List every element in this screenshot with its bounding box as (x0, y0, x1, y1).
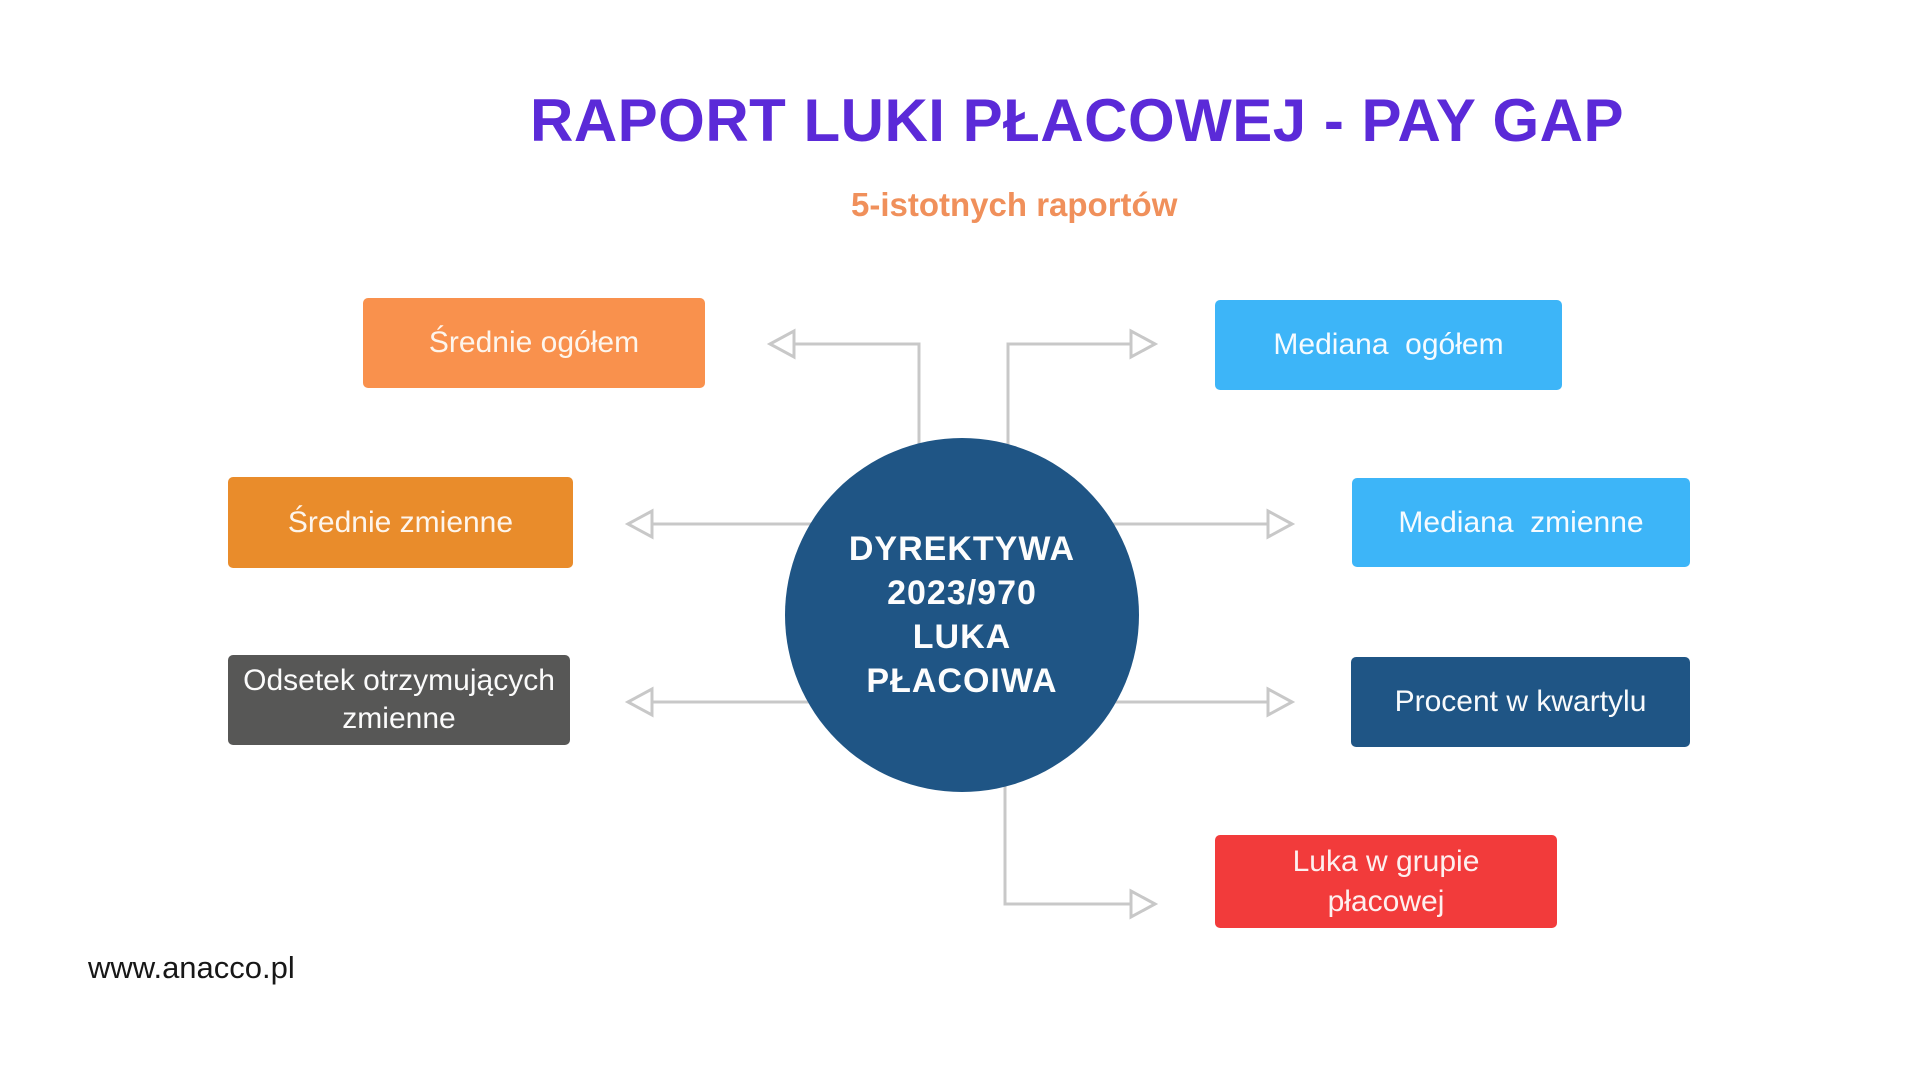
node-mediana-zmienne: Mediana zmienne (1352, 478, 1690, 567)
arrowhead-left-icon (624, 508, 654, 540)
center-node-line: LUKA (912, 618, 1012, 656)
node-label: Odsetek otrzymujących (243, 664, 555, 697)
website-url: www.anacco.pl (88, 950, 295, 985)
node-label: Mediana zmienne (1398, 505, 1644, 539)
arrowhead-right-icon (1129, 888, 1159, 920)
center-node-dyrektywa: DYREKTYWA 2023/970 LUKA PŁACOIWA (785, 438, 1139, 792)
arrow-to-srednie-ogolem (766, 328, 921, 480)
arrow-to-mediana-ogolem (1006, 328, 1159, 480)
node-label: płacowej (1327, 884, 1445, 918)
node-srednie-ogolem: Średnie ogółem (363, 298, 705, 388)
arrowhead-right-icon (1266, 686, 1296, 718)
arrowhead-right-icon (1266, 508, 1296, 540)
center-node-line: PŁACOIWA (866, 662, 1058, 700)
page-title: RAPORT LUKI PŁACOWEJ - PAY GAP (530, 87, 1625, 154)
node-label: Luka w grupie (1292, 844, 1480, 878)
arrowhead-left-icon (766, 328, 796, 360)
node-srednie-zmienne: Średnie zmienne (228, 477, 573, 568)
center-node-line: DYREKTYWA (848, 530, 1076, 568)
node-label: Średnie zmienne (287, 505, 514, 539)
node-label: Procent w kwartylu (1394, 685, 1647, 718)
node-label: zmienne (342, 702, 456, 735)
arrowhead-right-icon (1129, 328, 1159, 360)
node-procent-w-kwartylu: Procent w kwartylu (1351, 657, 1690, 747)
node-mediana-ogolem: Mediana ogółem (1215, 300, 1562, 390)
node-odsetek-otrzymujacych-zmienne: Odsetek otrzymujących zmienne (228, 655, 570, 745)
node-label: Mediana ogółem (1273, 328, 1504, 361)
node-luka-w-grupie-placowej: Luka w grupie płacowej (1215, 835, 1557, 928)
arrowhead-left-icon (624, 686, 654, 718)
center-node-line: 2023/970 (887, 574, 1037, 612)
page-subtitle: 5-istotnych raportów (851, 186, 1178, 223)
arrow-to-luka-w-grupie (1003, 760, 1159, 920)
node-label: Średnie ogółem (428, 326, 640, 359)
